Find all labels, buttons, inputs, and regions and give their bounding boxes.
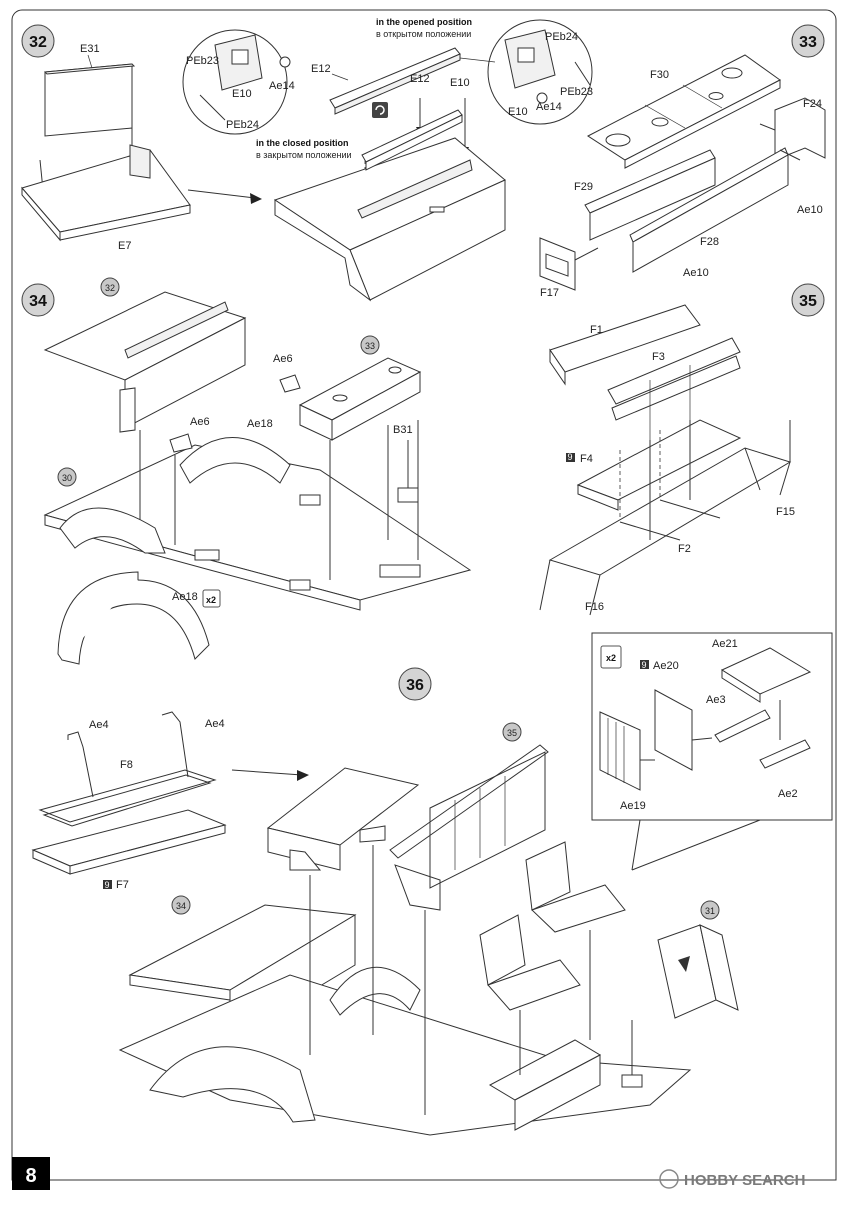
part-f30 bbox=[587, 54, 781, 169]
label-b31: B31 bbox=[393, 424, 413, 436]
label-peb23-closed: PEb23 bbox=[186, 55, 219, 67]
ref-step-33: 33 bbox=[365, 341, 375, 351]
part-f3 bbox=[607, 337, 741, 440]
part-f29 bbox=[584, 149, 716, 241]
label-f15: F15 bbox=[776, 506, 795, 518]
step-33-number: 33 bbox=[799, 34, 817, 51]
step-35: 35 F1 F3 9 F4 bbox=[539, 283, 825, 616]
label-peb23-open: PEb24 bbox=[545, 31, 578, 43]
label-ae2: Ae2 bbox=[778, 788, 798, 800]
label-ae18-bottom: Ae18 bbox=[172, 591, 198, 603]
ref-step-34: 34 bbox=[176, 901, 186, 911]
label-ae6-left: Ae6 bbox=[190, 416, 210, 428]
label-e10-closed: E10 bbox=[232, 88, 252, 100]
label-ae14-closed: Ae14 bbox=[269, 80, 295, 92]
label-f1: F1 bbox=[590, 324, 603, 336]
step-36-number: 36 bbox=[406, 677, 424, 694]
watermark-text: HOBBY SEARCH bbox=[684, 1172, 805, 1189]
label-peb24-closed: PEb24 bbox=[226, 119, 259, 131]
label-e10-mid: E10 bbox=[450, 77, 470, 89]
part-f4 bbox=[576, 419, 742, 511]
part-e7 bbox=[21, 144, 191, 242]
label-f28: F28 bbox=[700, 236, 719, 248]
label-f30: F30 bbox=[650, 69, 669, 81]
closed-position-en: in the closed position bbox=[256, 138, 349, 148]
label-peb24-open: PEb23 bbox=[560, 86, 593, 98]
ref-step-30: 30 bbox=[62, 473, 72, 483]
rotate-icon bbox=[372, 102, 388, 118]
part-f7 bbox=[31, 809, 227, 875]
label-f17: F17 bbox=[540, 287, 559, 299]
part-f8-frame bbox=[38, 711, 217, 827]
label-ae19: Ae19 bbox=[620, 800, 646, 812]
label-ae10-bottom: Ae10 bbox=[683, 267, 709, 279]
assembly-33 bbox=[298, 357, 422, 441]
multiplier-x2-inset: x2 bbox=[606, 653, 616, 663]
jerry-can bbox=[657, 924, 739, 1019]
step-32-number: 32 bbox=[29, 34, 47, 51]
label-f7: F7 bbox=[116, 879, 129, 891]
closed-position-detail bbox=[182, 29, 291, 135]
chassis bbox=[43, 437, 472, 611]
multiplier-x2-step34: x2 bbox=[206, 595, 216, 605]
part-e12-small bbox=[361, 109, 463, 171]
paint-9-step36: 9 bbox=[104, 880, 109, 890]
label-e31: E31 bbox=[80, 43, 100, 55]
label-ae3: Ae3 bbox=[706, 694, 726, 706]
opened-position-ru: в открытом положении bbox=[376, 29, 471, 39]
label-f2: F2 bbox=[678, 543, 691, 555]
label-e12-mid: E12 bbox=[410, 73, 430, 85]
label-e7: E7 bbox=[118, 240, 131, 252]
step-35-number: 35 bbox=[799, 293, 817, 310]
label-f16: F16 bbox=[585, 601, 604, 613]
label-f24: F24 bbox=[803, 98, 822, 110]
label-ae18-top: Ae18 bbox=[247, 418, 273, 430]
step-32: 32 E31 E7 PEb23 E10 Ae14 bbox=[21, 17, 593, 302]
step-36: 36 Ae4 Ae4 F8 9 F7 35 bbox=[31, 632, 833, 1136]
assembly-32 bbox=[43, 291, 247, 433]
part-f28 bbox=[629, 147, 789, 273]
inset-detail: x2 9 Ae20 Ae21 Ae3 Ae19 Ae2 bbox=[591, 632, 833, 871]
page-number: 8 bbox=[25, 1165, 36, 1187]
label-ae6-right: Ae6 bbox=[273, 353, 293, 365]
label-f8: F8 bbox=[120, 759, 133, 771]
label-ae20: Ae20 bbox=[653, 660, 679, 672]
bench-seat bbox=[266, 767, 420, 871]
paint-9-inset: 9 bbox=[641, 660, 646, 670]
part-e12-lid bbox=[329, 47, 461, 115]
step-34-number: 34 bbox=[29, 293, 47, 310]
label-ae4-right: Ae4 bbox=[205, 718, 225, 730]
assembly-35-bench bbox=[389, 744, 549, 911]
part-f1 bbox=[549, 304, 701, 386]
closed-position-ru: в закрытом положении bbox=[256, 150, 352, 160]
opened-position-detail bbox=[487, 19, 593, 125]
driver-seats bbox=[479, 841, 626, 1011]
label-f4: F4 bbox=[580, 453, 593, 465]
label-ae10-right: Ae10 bbox=[797, 204, 823, 216]
watermark: HOBBY SEARCH bbox=[659, 1169, 805, 1189]
step-34: 34 32 33 30 bbox=[21, 277, 472, 665]
ref-step-32: 32 bbox=[105, 283, 115, 293]
paint-9-step35: 9 bbox=[567, 452, 572, 462]
label-f3: F3 bbox=[652, 351, 665, 363]
label-ae14-open: Ae14 bbox=[536, 101, 562, 113]
label-ae21: Ae21 bbox=[712, 638, 738, 650]
label-e12-top: E12 bbox=[311, 63, 331, 75]
cargo-box-body bbox=[273, 137, 506, 302]
part-e31 bbox=[43, 63, 136, 137]
part-f17 bbox=[539, 237, 576, 291]
label-f29: F29 bbox=[574, 181, 593, 193]
step-33: 33 F30 F24 F29 F28 Ae10 bbox=[539, 24, 826, 299]
part-ae18-fender bbox=[57, 571, 210, 665]
assembly-34-base bbox=[118, 904, 692, 1136]
label-e10-open: E10 bbox=[508, 106, 528, 118]
label-ae4-left: Ae4 bbox=[89, 719, 109, 731]
opened-position-en: in the opened position bbox=[376, 17, 472, 27]
ref-step-31: 31 bbox=[705, 906, 715, 916]
page-number-tab: 8 bbox=[12, 1157, 50, 1190]
ref-step-35: 35 bbox=[507, 728, 517, 738]
